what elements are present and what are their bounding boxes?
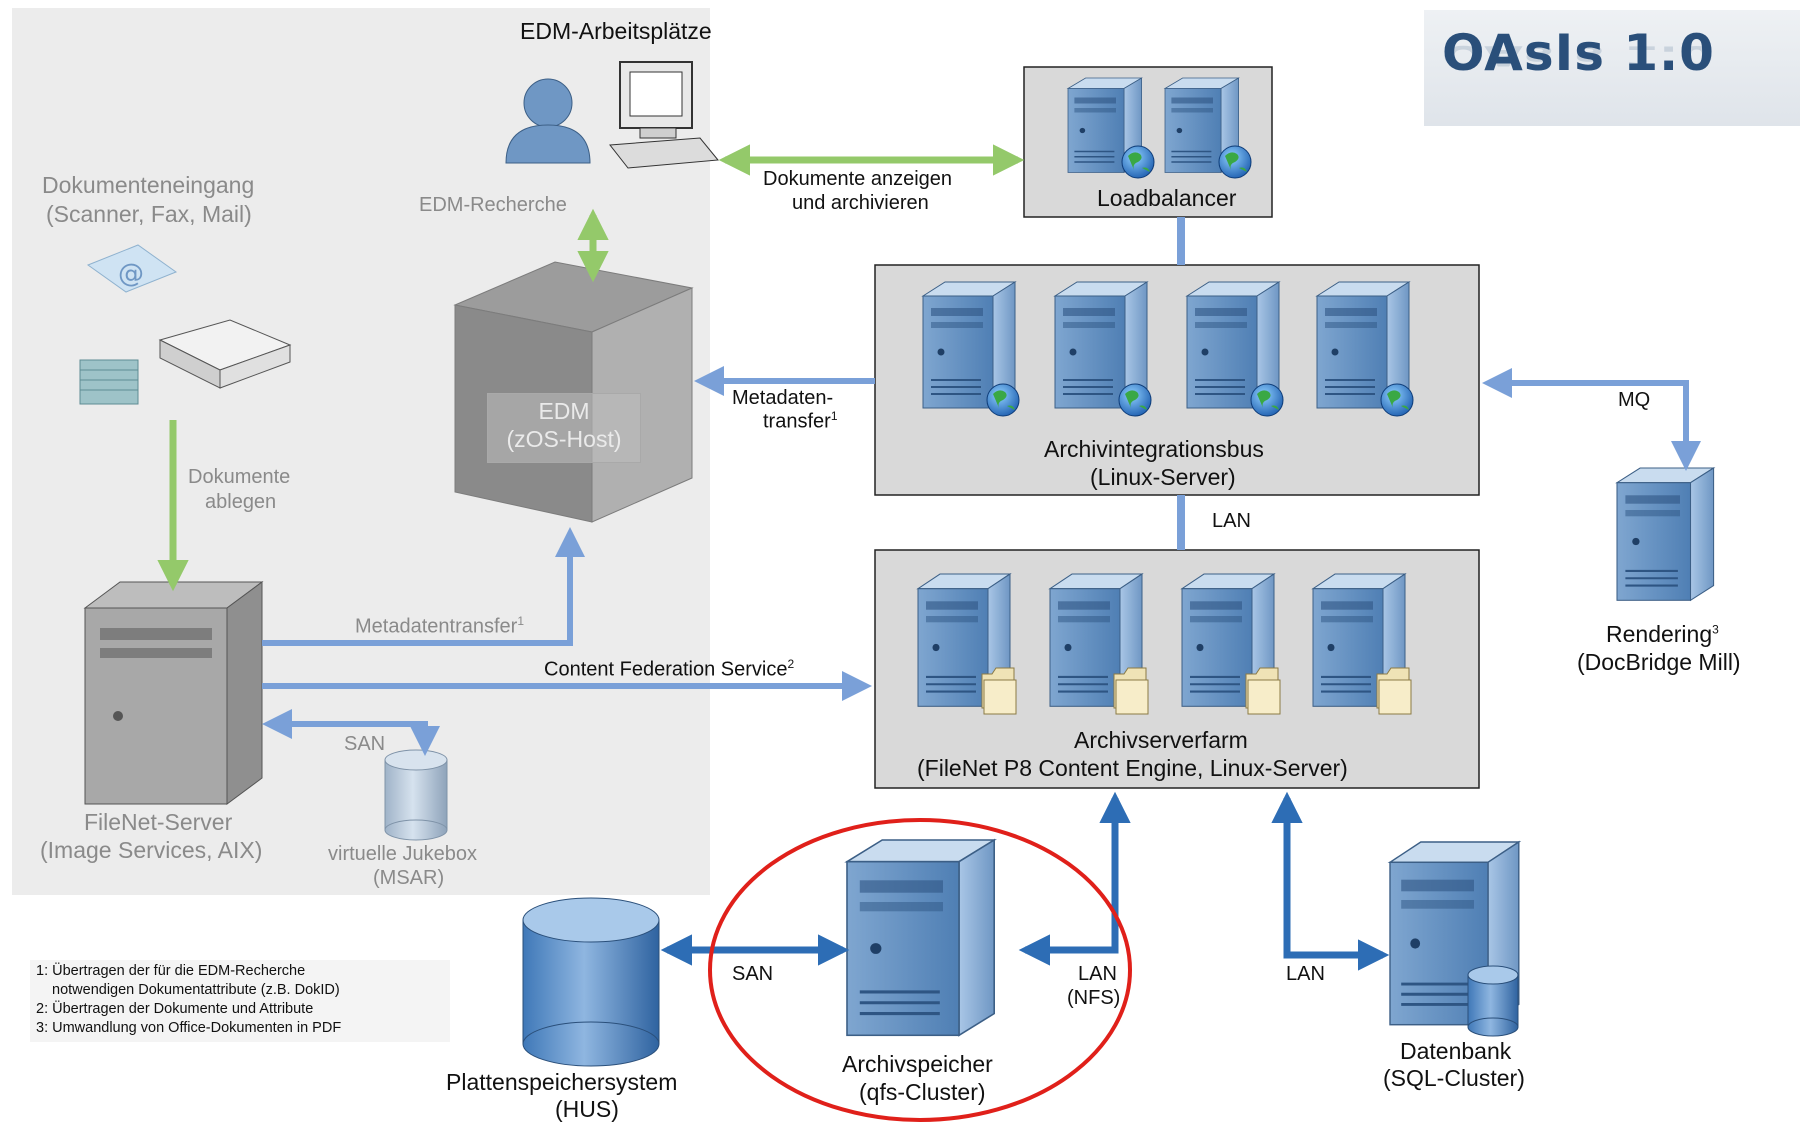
label-rendering-sup: 3	[1712, 622, 1719, 637]
label-rendering-sub: (DocBridge Mill)	[1577, 649, 1741, 675]
edge-content-federation-text: Content Federation Service	[544, 658, 788, 681]
edge-lan-nfs-line1: LAN	[1078, 963, 1117, 985]
edge-store-docs-line2: ablegen	[205, 491, 277, 513]
label-database-sub: (SQL-Cluster)	[1383, 1065, 1525, 1091]
edge-metadata-bus-line2: transfer1	[763, 409, 838, 435]
label-document-intake-sub: (Scanner, Fax, Mail)	[46, 201, 252, 227]
arrow-lan-nfs	[1018, 791, 1131, 966]
label-archive-storage-sub: (qfs-Cluster)	[859, 1079, 986, 1105]
arrow-lan-db	[1271, 791, 1390, 971]
jukebox-cylinder-icon	[384, 749, 448, 841]
label-jukebox-sub: (MSAR)	[373, 867, 445, 889]
label-integration-bus-sub: (Linux-Server)	[1090, 464, 1236, 490]
edge-metadata-filenet-text: Metadatentransfer	[355, 615, 518, 638]
edge-san-storage: SAN	[732, 963, 774, 985]
edge-san-jukebox: SAN	[344, 733, 386, 755]
edge-content-federation: Content Federation Service2	[544, 657, 794, 683]
edge-store-docs-line1: Dokumente	[188, 466, 291, 488]
disk-system-cylinder-icon	[522, 897, 660, 1067]
label-filenet-server-sub: (Image Services, AIX)	[40, 837, 263, 863]
filenet-server-icon	[83, 581, 264, 805]
footnote-2: 2: Übertragen der Dokumente und Attribut…	[36, 1001, 314, 1017]
arrow-mq	[1482, 368, 1701, 471]
edm-host-icon	[453, 261, 694, 523]
footnotes-box: 1: Übertragen der für die EDM-Recherche …	[30, 960, 450, 1042]
edge-content-federation-sup: 2	[787, 657, 795, 671]
database-server-icon	[1388, 840, 1521, 1037]
edge-show-archive-line2: und archivieren	[792, 192, 929, 214]
label-archive-storage: Archivspeicher	[842, 1051, 993, 1077]
arrow-san-jukebox	[262, 709, 440, 756]
scanner-icon	[158, 319, 292, 389]
edm-workplace-icon	[505, 61, 719, 169]
label-filenet-server: FileNet-Server	[84, 809, 233, 835]
label-document-intake: Dokumenteneingang	[42, 172, 255, 198]
edge-lan-nfs-line2: (NFS)	[1067, 987, 1121, 1009]
label-jukebox: virtuelle Jukebox	[328, 843, 477, 865]
page-title: OAsIs 1.0	[1442, 24, 1715, 82]
footnote-3: 3: Umwandlung von Office-Dokumenten in P…	[36, 1020, 342, 1036]
edge-mq: MQ	[1618, 389, 1651, 411]
title-badge: OAsIs 1.0 OAsIs 1.0	[1424, 10, 1800, 126]
label-server-farm-sub: (FileNet P8 Content Engine, Linux-Server…	[917, 755, 1348, 781]
footnote-1-cont: notwendigen Dokumentattribute (z.B. DokI…	[52, 982, 340, 998]
edge-lan-db: LAN	[1286, 963, 1325, 985]
archive-storage-server-icon	[845, 838, 996, 1037]
label-disk-system: Plattenspeichersystem	[446, 1069, 678, 1095]
edge-metadata-bus-line1: Metadaten-	[732, 387, 834, 409]
edge-metadata-filenet-sup: 1	[517, 614, 525, 628]
arrow-metadata-filenet	[262, 527, 585, 646]
footnote-1: 1: Übertragen der für die EDM-Recherche	[36, 963, 306, 979]
rendering-server-icon	[1615, 466, 1715, 602]
label-edm-workplaces: EDM-Arbeitsplätze	[520, 18, 712, 44]
label-loadbalancer: Loadbalancer	[1097, 185, 1237, 211]
edge-metadata-bus-sup: 1	[830, 409, 838, 423]
label-edm-research: EDM-Recherche	[419, 194, 567, 216]
edm-host-label-box: EDM (zOS-Host)	[487, 393, 641, 463]
edge-metadata-bus-line2-text: transfer	[763, 410, 831, 433]
highlight-ellipse	[708, 818, 1132, 1122]
edge-lan-bus: LAN	[1212, 510, 1251, 532]
edge-metadata-filenet: Metadatentransfer1	[355, 614, 524, 640]
label-edm: EDM	[538, 398, 590, 424]
label-rendering-text: Rendering	[1606, 621, 1713, 647]
label-edm-sub: (zOS-Host)	[506, 425, 622, 452]
paper-stack-icon	[79, 359, 139, 405]
svg-text:@: @	[118, 259, 144, 289]
title-reflection: OAsIs 1.0	[1442, 40, 1715, 72]
label-disk-system-sub: (HUS)	[555, 1096, 619, 1122]
edge-show-archive-line1: Dokumente anzeigen	[763, 168, 953, 190]
label-server-farm: Archivserverfarm	[1074, 727, 1248, 753]
label-integration-bus: Archivintegrationsbus	[1044, 436, 1264, 462]
label-database: Datenbank	[1400, 1038, 1512, 1064]
mail-icon: @	[86, 244, 178, 293]
label-rendering: Rendering3	[1606, 620, 1719, 649]
